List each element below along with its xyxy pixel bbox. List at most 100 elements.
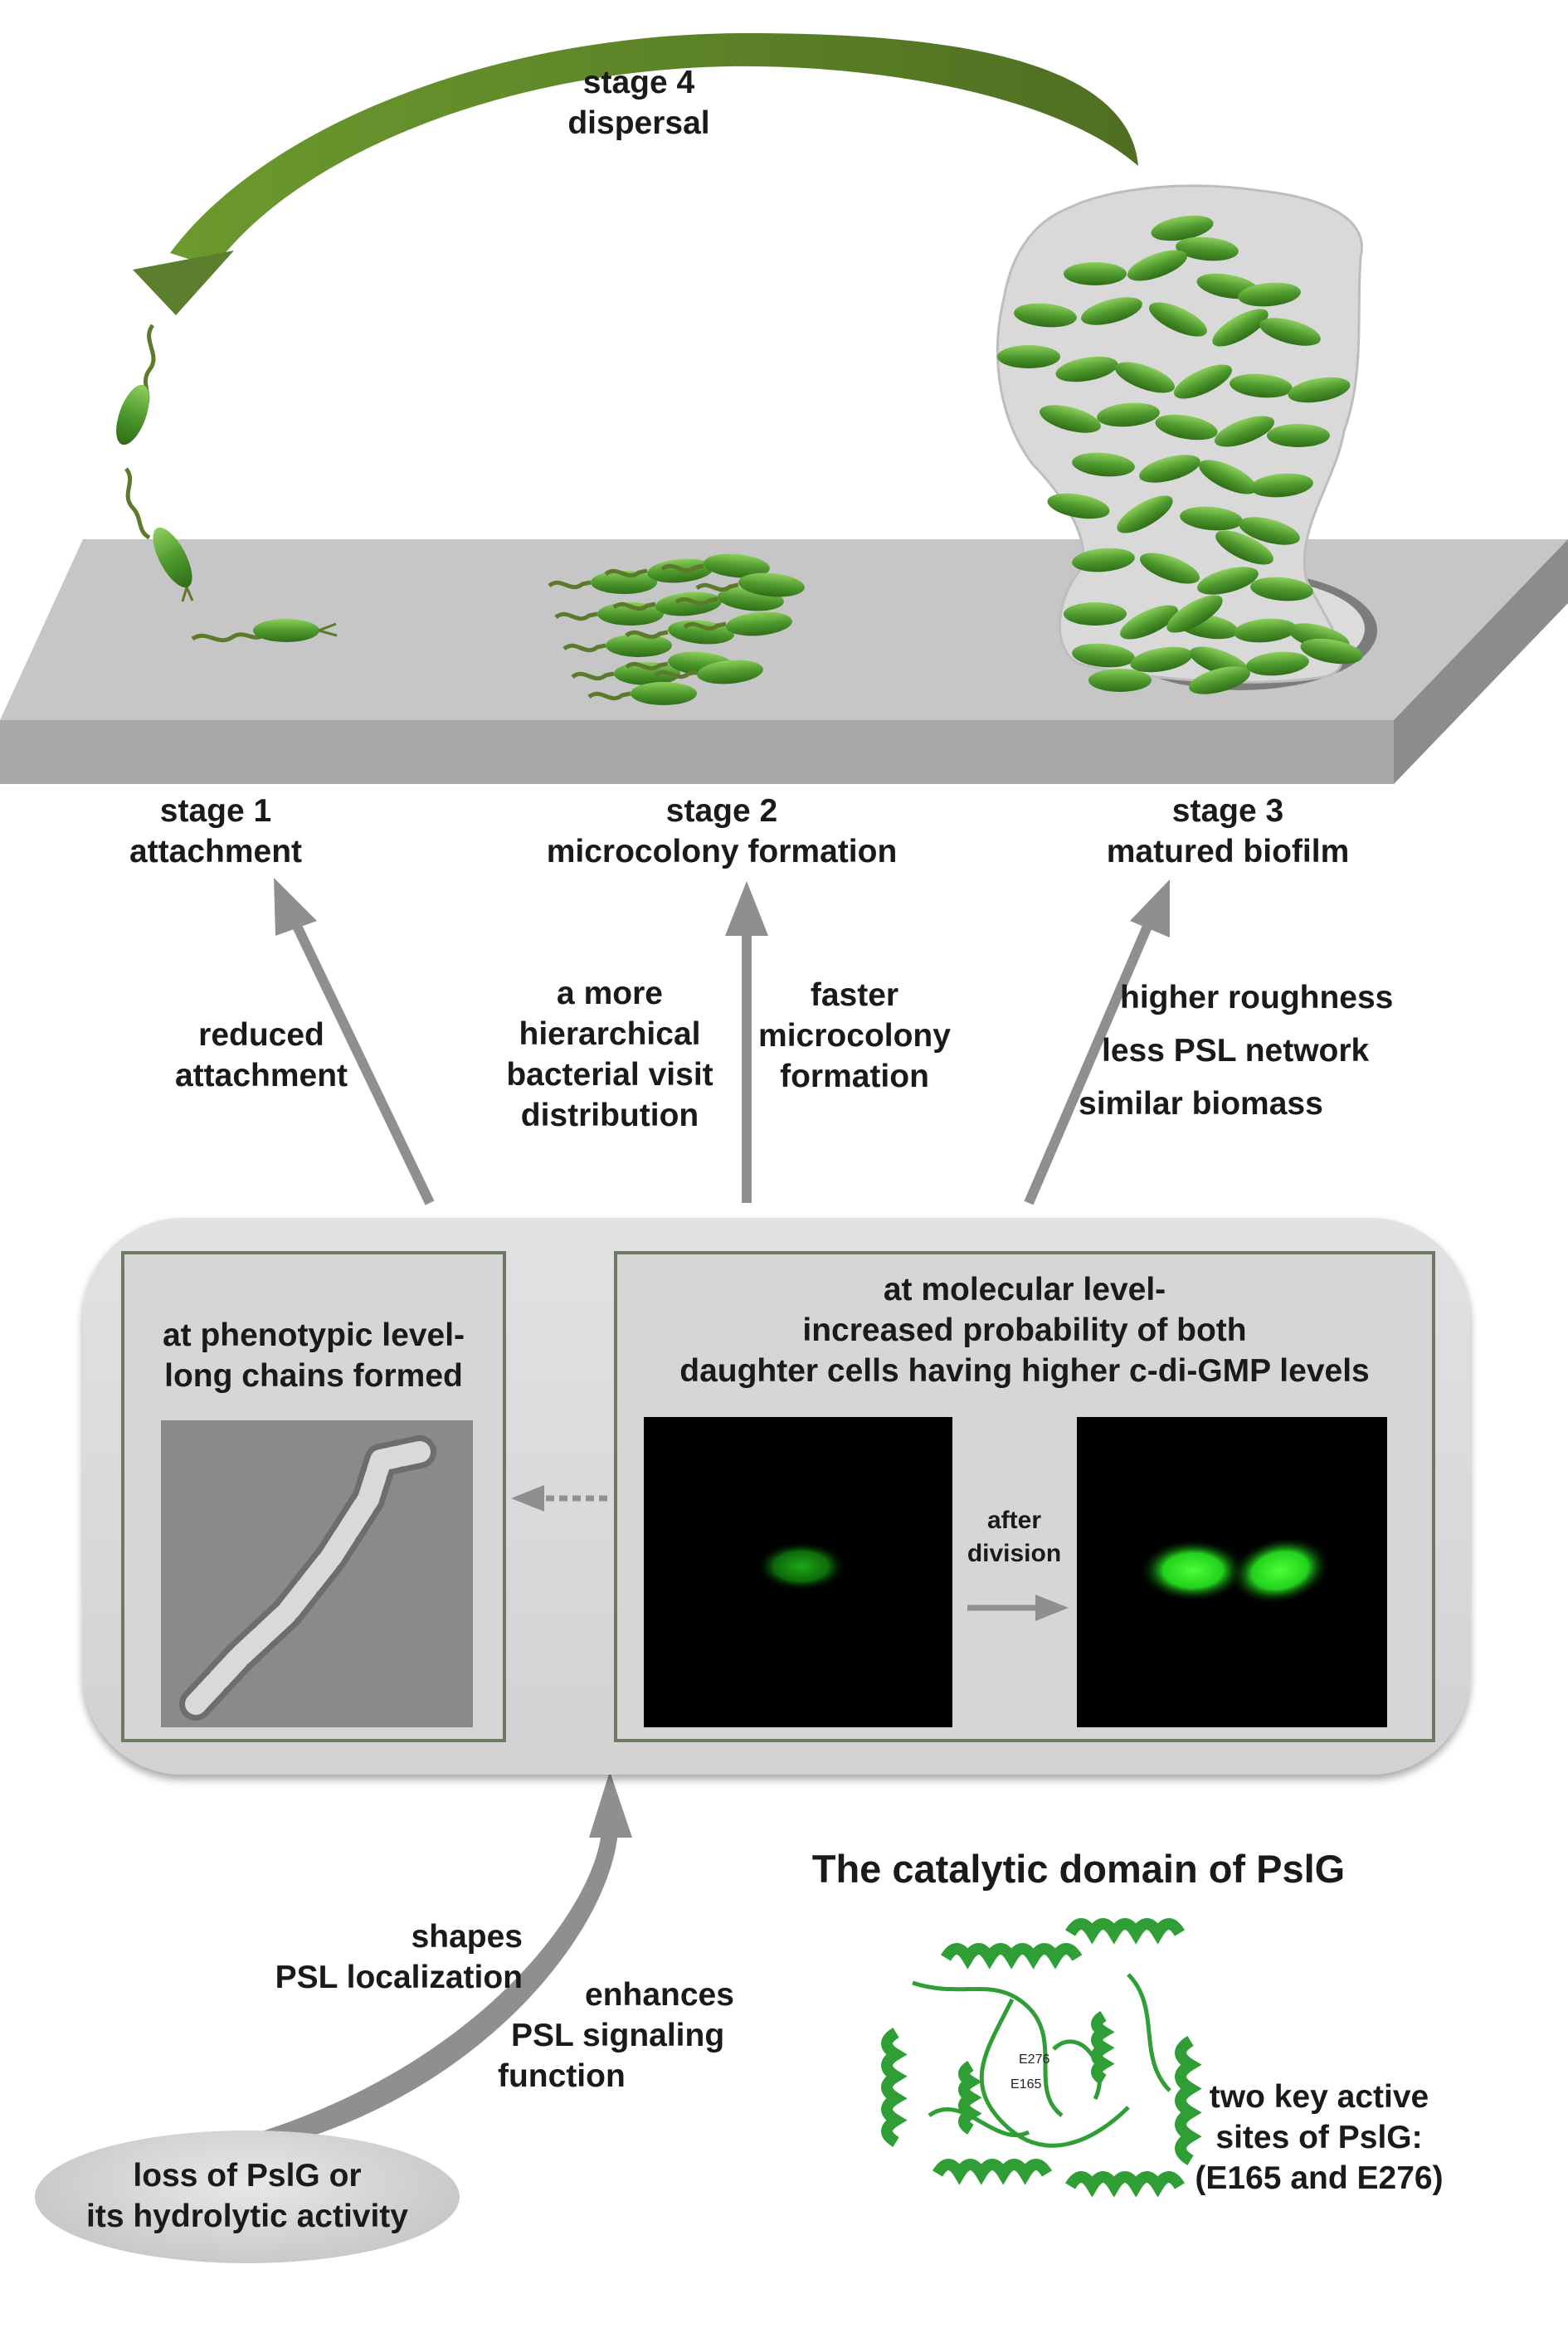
bacterium-cell bbox=[606, 634, 672, 657]
bacterium-cell bbox=[1267, 424, 1330, 447]
bacterium-cell bbox=[1072, 643, 1135, 668]
catalytic-domain-title: The catalytic domain of PslG bbox=[811, 1847, 1346, 1891]
bacterium-cell bbox=[1072, 452, 1135, 477]
loss-ellipse bbox=[35, 2130, 460, 2263]
bacterium-cell bbox=[1174, 364, 1232, 399]
bacterium-cell bbox=[1250, 577, 1313, 601]
bacterium-cell bbox=[1259, 318, 1321, 346]
bacterium-cell bbox=[1212, 309, 1269, 347]
bacterium-flagellum bbox=[604, 568, 648, 578]
residue-e165-label: E165 bbox=[1010, 2077, 1041, 2091]
bacterium-cell bbox=[1180, 506, 1243, 531]
bacterium-flagellum bbox=[625, 661, 669, 671]
bacterium-cell bbox=[1197, 567, 1259, 595]
bacterium-flagellum bbox=[571, 671, 615, 681]
bacterium-cell bbox=[697, 660, 763, 684]
attaching-bacteria bbox=[116, 324, 338, 643]
bacterium-cell bbox=[1117, 495, 1173, 533]
bacterium-cell bbox=[1149, 302, 1207, 337]
bacterium-cell bbox=[1246, 651, 1309, 676]
bacterium-cell bbox=[1139, 455, 1200, 483]
phenotypic-label: at phenotypic level-long chains formed bbox=[162, 1317, 465, 1394]
protein-loop bbox=[1052, 2039, 1102, 2101]
bacterium-cell bbox=[1097, 402, 1160, 427]
bacterium-flagellum bbox=[695, 582, 739, 592]
protein-helix bbox=[881, 2027, 908, 2148]
bacterium-cell bbox=[1081, 297, 1142, 325]
less-psl-network-label: less PSL network bbox=[1102, 1033, 1370, 1069]
bacterium-cell bbox=[614, 662, 680, 685]
bacterium-cell bbox=[1139, 553, 1200, 584]
bacterium-cell bbox=[1088, 669, 1152, 692]
protein-helix bbox=[1064, 2171, 1186, 2198]
bacterium-cell bbox=[1155, 414, 1218, 441]
bacterium-flagellum bbox=[660, 563, 704, 573]
bacterium-cell bbox=[631, 682, 697, 705]
bacterium-cell bbox=[1234, 618, 1297, 643]
bacterium-cell bbox=[655, 592, 722, 616]
bacterium-cell bbox=[1166, 595, 1223, 633]
bacterium-flagellum bbox=[562, 643, 606, 653]
protein-helix bbox=[932, 2159, 1053, 2185]
bacterium-cell bbox=[1176, 236, 1239, 261]
protein-helix bbox=[940, 1943, 1083, 1970]
effect-arrows bbox=[274, 878, 1170, 1205]
bacterium-flagellum bbox=[587, 691, 631, 701]
dotted-arrow bbox=[511, 1485, 607, 1512]
bacterium-flagellum bbox=[674, 597, 718, 606]
bacterium-cell bbox=[726, 611, 792, 636]
protein-helix bbox=[958, 2060, 982, 2135]
matured-biofilm-structure bbox=[996, 184, 1377, 694]
dispersal-arrow bbox=[133, 33, 1138, 315]
biofilm-cells bbox=[997, 215, 1363, 694]
residue-e276-label: E276 bbox=[1019, 2053, 1049, 2067]
bacterium-cell bbox=[1072, 548, 1135, 572]
bacterium-cell bbox=[1300, 638, 1363, 665]
bacterium-cell bbox=[1288, 377, 1351, 403]
loss-curved-arrow bbox=[191, 1771, 632, 2161]
bacterium-cell bbox=[1040, 405, 1101, 433]
bacterium-flagellum bbox=[612, 601, 656, 611]
protein-loop bbox=[1127, 1973, 1171, 2092]
bacterium-cell bbox=[1230, 373, 1293, 398]
protein-loop bbox=[979, 1998, 1130, 2148]
bacterium-flagellum bbox=[683, 621, 727, 631]
bacterium-flagellum bbox=[548, 580, 592, 590]
protein-helix bbox=[1175, 2035, 1202, 2166]
bacterium-cell bbox=[1238, 282, 1301, 307]
bacterium-cell bbox=[1199, 460, 1257, 494]
bacterium-cell bbox=[1130, 646, 1193, 673]
fluorescence-after-division bbox=[1077, 1417, 1387, 1727]
bacterium-cell bbox=[1055, 356, 1118, 382]
bacterium-cell bbox=[1189, 666, 1250, 694]
higher-roughness-label: higher roughness bbox=[1120, 980, 1394, 1015]
bacterium-cell bbox=[1064, 262, 1127, 285]
bacterium-cell bbox=[738, 572, 805, 597]
bacterium-cell bbox=[1047, 493, 1110, 519]
bacterium-cell bbox=[1239, 517, 1300, 545]
bacterium-cell bbox=[1215, 530, 1273, 565]
long-chain-micrograph bbox=[161, 1420, 473, 1727]
similar-biomass-label: similar biomass bbox=[1079, 1086, 1323, 1122]
protein-helix bbox=[1064, 1918, 1186, 1945]
microcolony-bacteria bbox=[548, 553, 805, 705]
bacterium-cell bbox=[1064, 602, 1127, 626]
bacterium-cell bbox=[997, 345, 1060, 368]
fluorescence-before-division bbox=[644, 1417, 952, 1727]
bacterium-flagellum bbox=[654, 670, 698, 679]
bacterium-cell bbox=[1120, 605, 1178, 640]
